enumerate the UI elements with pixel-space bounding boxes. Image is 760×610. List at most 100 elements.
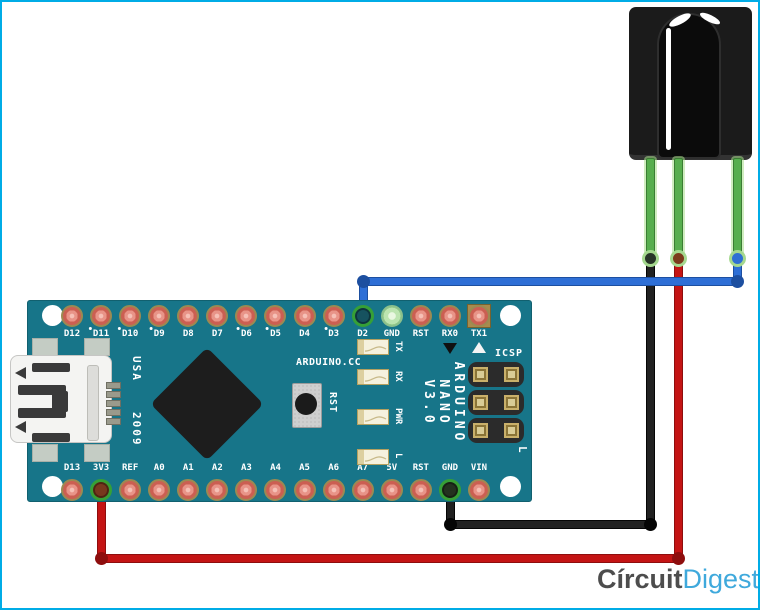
- ir-leg-out[interactable]: [646, 158, 655, 256]
- signal-wire-bend[interactable]: [731, 275, 744, 288]
- dome-highlight: [666, 28, 671, 150]
- usb-graphic: [18, 385, 66, 395]
- usb-graphic: [18, 408, 66, 418]
- pin-label-bottom-a1: A1: [182, 463, 194, 473]
- ir-leg-vcc[interactable]: [674, 158, 683, 256]
- gnd-wire-bend[interactable]: [644, 518, 657, 531]
- pin-top-d3[interactable]: [322, 305, 345, 327]
- pwm-dot: [117, 327, 121, 330]
- tx-led: [357, 339, 389, 355]
- ir-leg-joint-gnd[interactable]: [642, 250, 659, 267]
- icsp-pin: [473, 423, 488, 438]
- pin-top-d10[interactable]: [119, 305, 142, 327]
- pin-label-bottom-a4: A4: [270, 463, 281, 473]
- pin-bottom-a2[interactable]: [206, 479, 229, 501]
- icsp-label: ICSP: [495, 348, 524, 359]
- reset-button[interactable]: [292, 383, 322, 428]
- power-wire-segment[interactable]: [97, 554, 683, 563]
- pin-top-d4[interactable]: [293, 305, 316, 327]
- gnd-wire-segment[interactable]: [646, 258, 655, 529]
- pin-top-d8[interactable]: [177, 305, 200, 327]
- usb-contact: [106, 400, 121, 407]
- ir-leg-joint-signal[interactable]: [729, 250, 746, 267]
- gnd-wire-bend[interactable]: [444, 518, 457, 531]
- pin-bottom-gnd[interactable]: [438, 479, 461, 501]
- pin-top-d12[interactable]: [61, 305, 83, 327]
- rx-triangle-icon: [443, 343, 457, 354]
- mounting-hole: [500, 305, 521, 326]
- pin-label-top-d10: D10: [117, 327, 138, 339]
- arduino-cc-text: ARDUINO.CC: [296, 357, 362, 368]
- pin-bottom-rst[interactable]: [409, 479, 432, 501]
- smd-pad: [84, 338, 110, 356]
- pin-label-top-d11: D11: [88, 327, 109, 339]
- pwm-dot: [149, 327, 153, 330]
- pin-label-bottom-vin: VIN: [470, 463, 488, 473]
- pin-top-rx0[interactable]: [438, 305, 461, 327]
- pin-label-bottom-a3: A3: [240, 463, 252, 473]
- pin-label-top-d2: D2: [357, 329, 369, 339]
- pin-bottom-ref[interactable]: [119, 479, 142, 501]
- ir-leg-joint-vcc[interactable]: [670, 250, 687, 267]
- pin-top-d6[interactable]: [235, 305, 258, 327]
- pin-bottom-d13[interactable]: [61, 479, 83, 501]
- pwr-led: [357, 409, 389, 425]
- pin-label-top-rx0: RX0: [441, 329, 459, 339]
- pin-label-bottom-ref: REF: [121, 463, 139, 473]
- usb-contact: [106, 418, 121, 425]
- pin-label-top-d7: D7: [211, 329, 223, 339]
- pin-bottom-3v3[interactable]: [90, 479, 113, 501]
- icsp-pin: [504, 367, 519, 382]
- ir-leg-signal[interactable]: [733, 158, 742, 256]
- smd-pad: [32, 444, 58, 462]
- l-led-label: L: [393, 453, 403, 459]
- pwr-led-label: PWR: [393, 408, 403, 425]
- gnd-wire-segment[interactable]: [446, 520, 655, 529]
- pin-label-bottom-d13: D13: [63, 463, 81, 473]
- pin-bottom-a4[interactable]: [264, 479, 287, 501]
- pin-bottom-a3[interactable]: [235, 479, 258, 501]
- pin-top-d7[interactable]: [206, 305, 229, 327]
- pin-bottom-a5[interactable]: [293, 479, 316, 501]
- pin-label-top-tx1: TX1: [470, 329, 488, 339]
- circuitdigest-logo: CírcuitDigest: [597, 564, 758, 595]
- pin-label-bottom-a7: A7: [357, 463, 369, 473]
- pin-label-bottom-a0: A0: [153, 463, 165, 473]
- pin-top-gnd[interactable]: [380, 305, 403, 327]
- pin-bottom-a6[interactable]: [322, 479, 345, 501]
- pin-bottom-a0[interactable]: [148, 479, 171, 501]
- pin-bottom-a7[interactable]: [351, 479, 374, 501]
- pin-top-d9[interactable]: [148, 305, 171, 327]
- pin-top-d2[interactable]: [351, 305, 374, 327]
- usb-contact: [106, 409, 121, 416]
- power-wire-bend[interactable]: [95, 552, 108, 565]
- reset-button-cap[interactable]: [295, 393, 317, 415]
- icsp-pin: [504, 423, 519, 438]
- mounting-hole: [500, 476, 521, 497]
- pin-label-bottom-rst: RST: [412, 463, 429, 473]
- power-wire-segment[interactable]: [674, 258, 683, 563]
- signal-wire-bend[interactable]: [357, 275, 370, 288]
- pin-label-top-gnd: GND: [383, 329, 400, 339]
- pin-label-bottom-3v3: 3V3: [92, 463, 110, 473]
- usb-contact: [106, 382, 121, 389]
- pwm-dot: [266, 327, 270, 330]
- pin-top-rst[interactable]: [409, 305, 432, 327]
- smd-pad: [84, 444, 110, 462]
- pin-label-top-d9: D9: [149, 327, 165, 339]
- pin-top-tx1[interactable]: [467, 305, 490, 327]
- icsp-pin: [504, 395, 519, 410]
- pin-bottom-vin[interactable]: [467, 479, 490, 501]
- usb-graphic: [15, 421, 26, 433]
- pin-top-d11[interactable]: [90, 305, 113, 327]
- signal-wire-segment[interactable]: [359, 277, 743, 286]
- pin-bottom-a1[interactable]: [177, 479, 200, 501]
- usb-graphic: [32, 433, 70, 442]
- pin-top-d5[interactable]: [264, 305, 287, 327]
- power-wire-bend[interactable]: [672, 552, 685, 565]
- rst-label: RST: [327, 392, 338, 414]
- icsp-pin1-mark: L: [516, 446, 529, 453]
- pin-bottom-5v[interactable]: [380, 479, 403, 501]
- pin-label-bottom-a6: A6: [328, 463, 340, 473]
